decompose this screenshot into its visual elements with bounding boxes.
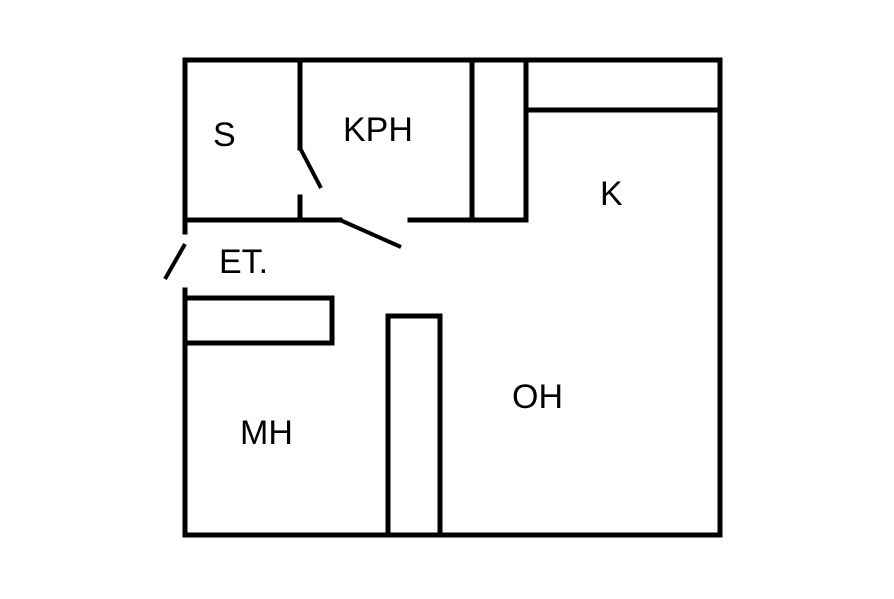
room-labels: S KPH K ET. MH OH xyxy=(213,111,623,452)
chimney-block xyxy=(469,57,529,223)
room-label-k: K xyxy=(600,175,623,213)
kitchen-counter xyxy=(523,57,723,113)
partition-wall xyxy=(385,313,443,538)
doors xyxy=(163,147,402,280)
room-label-oh: OH xyxy=(512,378,563,416)
room-label-et: ET. xyxy=(219,243,268,281)
door-sauna xyxy=(298,147,323,189)
room-label-kph: KPH xyxy=(343,111,413,149)
room-label-s: S xyxy=(213,116,236,154)
door-entrance xyxy=(163,243,187,280)
door-bathroom xyxy=(339,218,402,249)
interior-walls xyxy=(182,57,723,538)
room-label-mh: MH xyxy=(240,414,293,452)
wardrobe xyxy=(182,295,335,346)
